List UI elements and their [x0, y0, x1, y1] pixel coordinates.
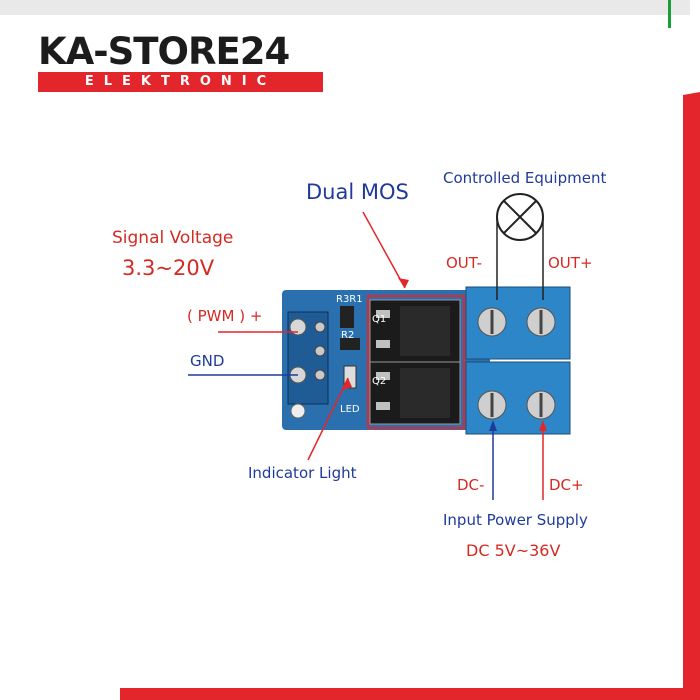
lamp-symbol: [496, 193, 544, 300]
label-input-power-supply: Input Power Supply: [443, 511, 588, 529]
label-controlled-equipment: Controlled Equipment: [443, 169, 607, 187]
logo-title: KA-STORE24: [38, 30, 290, 73]
mosfet-q1: [369, 299, 461, 363]
silk-q1: Q1: [372, 314, 386, 325]
label-gnd: GND: [190, 352, 225, 370]
pointer-lines: [188, 211, 547, 500]
label-pwm: ( PWM ) +: [187, 307, 263, 325]
dual-mos-highlight: [367, 295, 465, 429]
silk-q2: Q2: [372, 376, 386, 387]
label-dual-mos: Dual MOS: [306, 180, 409, 204]
header-pins: [287, 311, 329, 419]
label-dc-range: DC 5V~36V: [466, 541, 561, 560]
mosfet-q2: [369, 361, 461, 425]
store-logo: KA-STORE24 ELEKTRONIC: [38, 32, 323, 98]
terminal-dc: [465, 361, 571, 435]
silk-r2: R2: [341, 330, 354, 341]
terminal-out: [465, 286, 571, 360]
label-dc-plus: DC+: [549, 476, 584, 494]
resistors: [340, 306, 360, 389]
label-signal-voltage: Signal Voltage: [112, 228, 234, 248]
silk-led: LED: [340, 404, 360, 415]
label-out-minus: OUT-: [446, 254, 482, 272]
label-dc-minus: DC-: [457, 476, 485, 494]
label-indicator-light: Indicator Light: [248, 464, 357, 482]
label-signal-range: 3.3~20V: [122, 256, 215, 280]
logo-bar: [38, 72, 323, 92]
logo-subtitle: ELEKTRONIC: [84, 74, 277, 89]
label-out-plus: OUT+: [548, 254, 593, 272]
silk-r3r1: R3R1: [336, 294, 363, 305]
